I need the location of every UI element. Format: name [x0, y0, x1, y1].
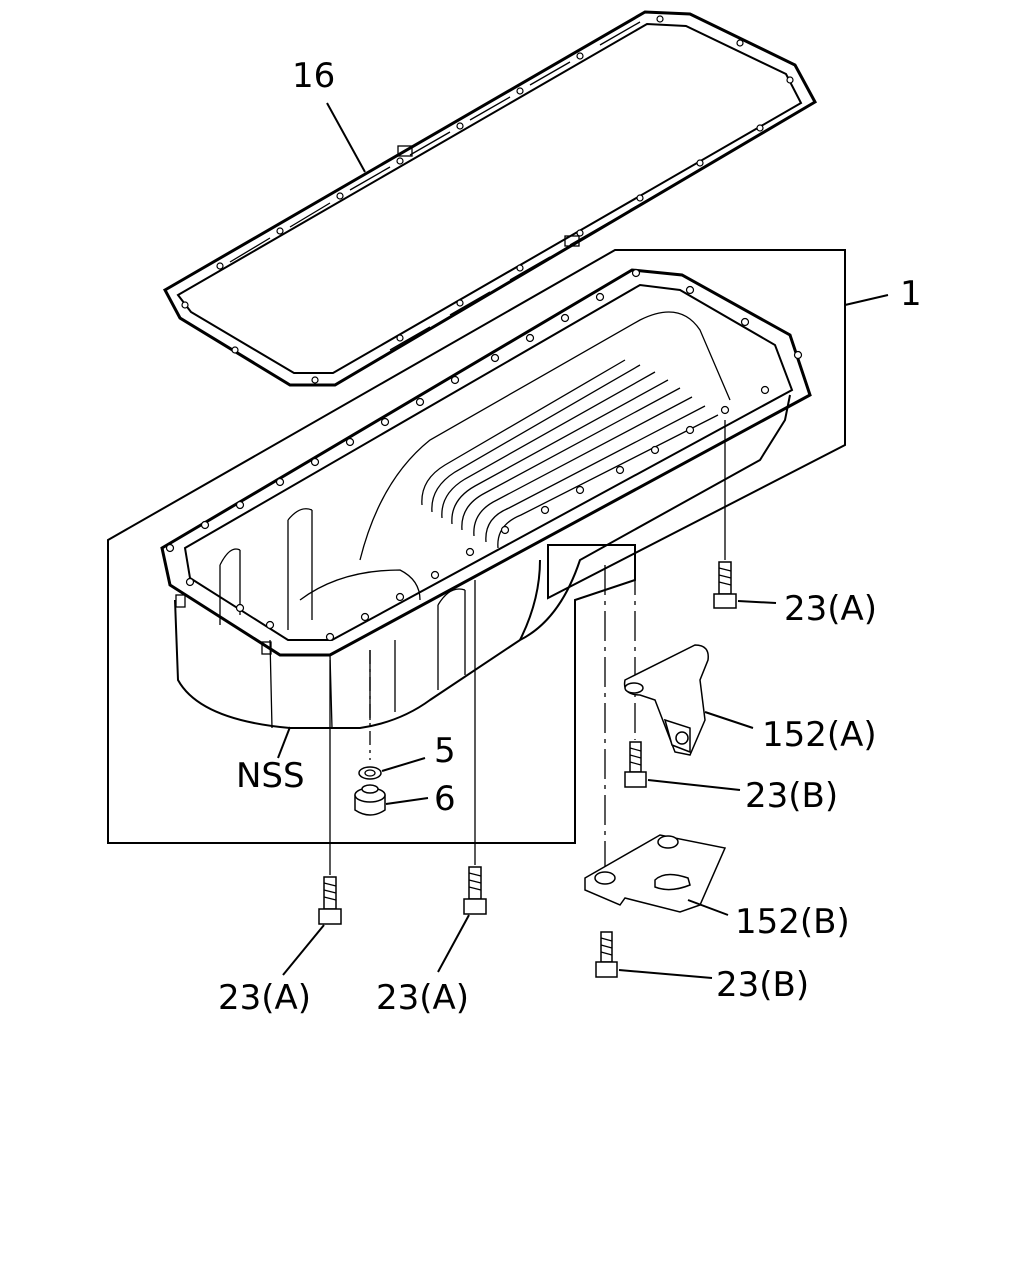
callout-23a-mid: 23(A) [376, 978, 469, 1018]
callout-1: 1 [900, 274, 922, 314]
oil-pan-gasket [162, 10, 818, 387]
gasket-bolt-holes [181, 15, 794, 384]
bracket-152a [623, 644, 709, 756]
callout-6: 6 [434, 779, 456, 819]
leader-1 [844, 294, 889, 306]
callout-23a-right: 23(A) [784, 589, 877, 629]
bracket-152b [584, 834, 727, 913]
callout-152a: 152(A) [762, 715, 877, 755]
bolt-23a-left [318, 876, 342, 925]
bolt-23a-right [713, 561, 737, 609]
callout-152b: 152(B) [735, 902, 850, 942]
callout-16: 16 [292, 56, 335, 96]
oil-pan [160, 268, 812, 729]
callout-5: 5 [434, 731, 456, 771]
oil-pan-flange-holes [165, 268, 803, 642]
assembly-bracket-line [107, 249, 846, 844]
callout-nss: NSS [236, 756, 305, 796]
callout-23a-left: 23(A) [218, 978, 311, 1018]
drain-washer [358, 766, 382, 780]
callout-23b-lower: 23(B) [716, 965, 809, 1005]
bolt-23b-upper [624, 741, 647, 788]
leader-lines [277, 102, 777, 979]
bolt-23b-lower [595, 931, 618, 978]
callout-23b-upper: 23(B) [745, 776, 838, 816]
bolt-23a-mid [463, 866, 487, 915]
drain-plug [354, 784, 386, 816]
